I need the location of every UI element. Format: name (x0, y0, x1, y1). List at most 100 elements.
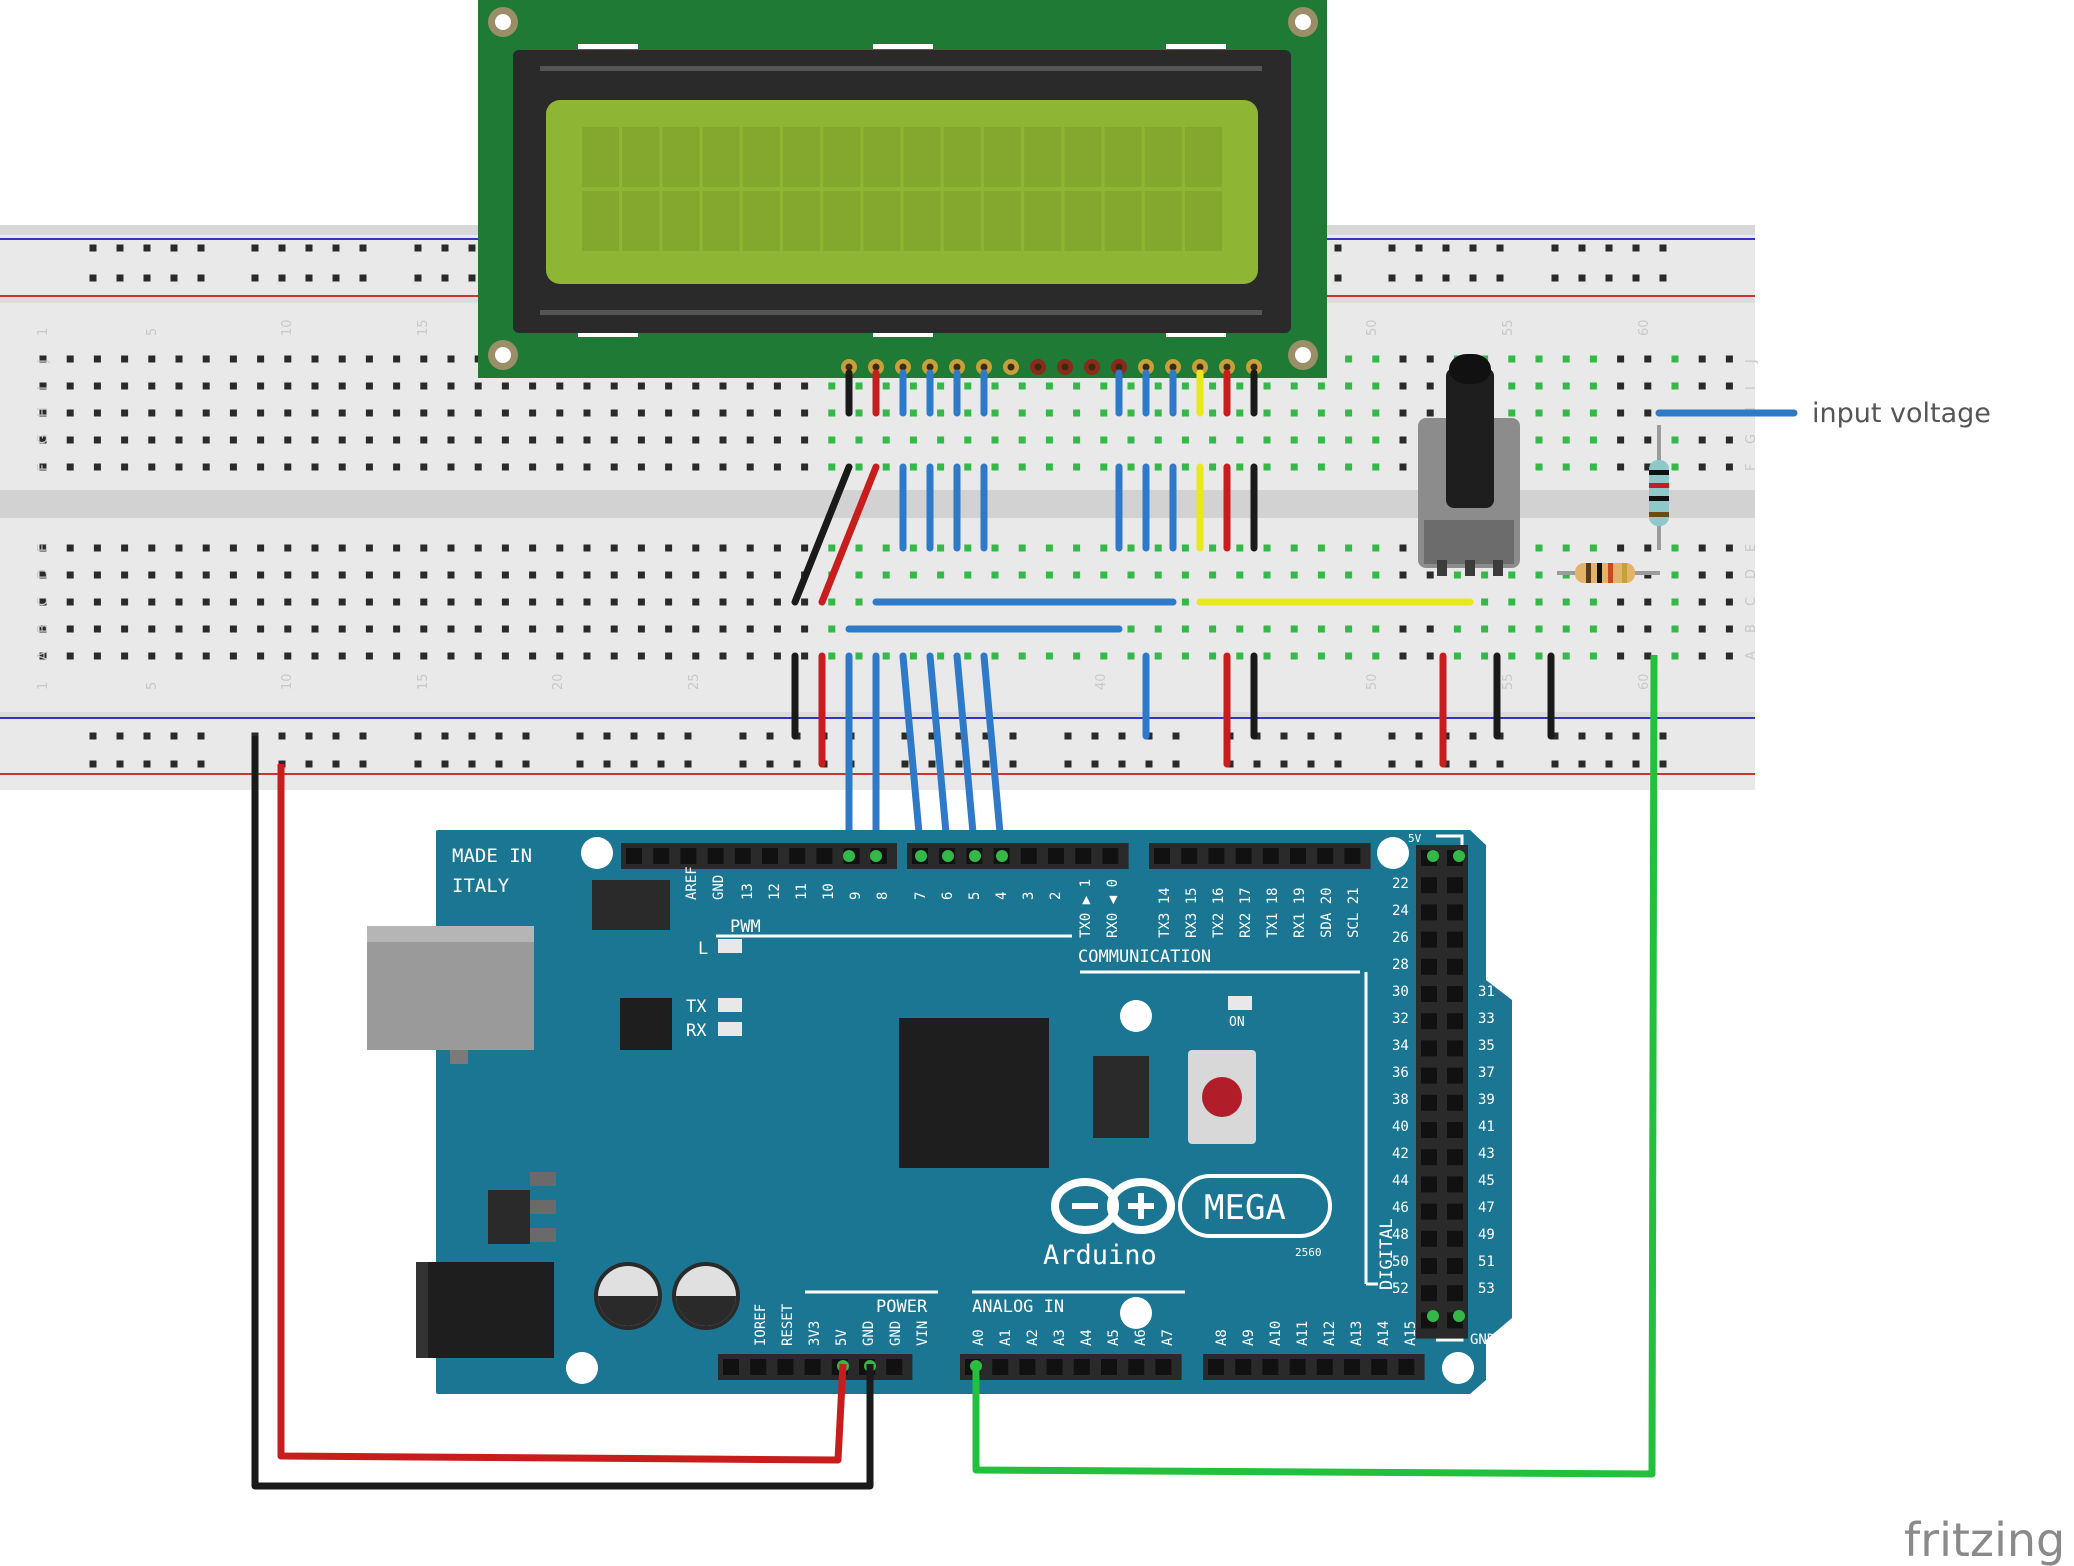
breadboard-hole (1154, 409, 1162, 417)
lcd-tab (873, 44, 933, 49)
breadboard-hole (692, 409, 700, 417)
pin-label: A15 (1403, 1321, 1419, 1346)
breadboard-hole (773, 544, 781, 552)
pin-label: 50 (1392, 1254, 1409, 1270)
pin-label: RESET (780, 1303, 796, 1346)
rail-hole (1388, 732, 1396, 740)
rail-hole (901, 760, 909, 768)
reset-button-cap[interactable] (1202, 1077, 1242, 1117)
usb-connector-top (367, 926, 534, 942)
rail-hole (1415, 274, 1423, 282)
breadboard-hole (474, 652, 482, 660)
breadboard-hole (1181, 598, 1189, 606)
rail-hole (414, 244, 422, 252)
pin-label: 47 (1478, 1200, 1495, 1216)
breadboard-hole (148, 625, 156, 633)
breadboard-hole (1209, 571, 1217, 579)
header-socket (1235, 1359, 1252, 1375)
header-socket (1208, 1359, 1224, 1375)
breadboard-hole (801, 598, 809, 606)
pin-label: TX3 14 (1157, 887, 1173, 938)
header-socket (1289, 1359, 1306, 1375)
breadboard-hole (1127, 436, 1135, 444)
breadboard-hole (746, 436, 754, 444)
breadboard-hole (284, 598, 292, 606)
breadboard-hole (610, 409, 618, 417)
breadboard-hole (338, 652, 346, 660)
breadboard-hole (937, 463, 945, 471)
rail-hole (468, 244, 476, 252)
breadboard-hole (66, 409, 74, 417)
lcd-tab (1166, 44, 1226, 49)
rail-hole (1578, 732, 1586, 740)
breadboard-hole (257, 625, 265, 633)
breadboard-hole (1345, 409, 1353, 417)
pin-label: A11 (1295, 1321, 1311, 1346)
connected-pin (870, 850, 882, 862)
pin-label: 28 (1392, 957, 1409, 973)
breadboard-hole (175, 571, 183, 579)
arduino-headers (621, 843, 1468, 1380)
breadboard-hole (1399, 544, 1407, 552)
breadboard-hole (1725, 625, 1733, 633)
lcd-character-cell (582, 191, 619, 251)
breadboard-column-number: 15 (416, 673, 431, 690)
breadboard-row-letter: A (1744, 651, 1759, 660)
breadboard-hole (1045, 571, 1053, 579)
breadboard-hole (991, 463, 999, 471)
lcd-pin-hole (1223, 363, 1231, 371)
breadboard-row-letter: A (36, 651, 51, 660)
breadboard-hole (175, 652, 183, 660)
header-socket (1421, 1176, 1437, 1193)
pin-label: 34 (1392, 1038, 1409, 1054)
breadboard-hole (746, 382, 754, 390)
breadboard-hole (556, 598, 564, 606)
breadboard-hole (1698, 571, 1706, 579)
rail-hole (1064, 760, 1072, 768)
breadboard-hole (148, 571, 156, 579)
breadboard-hole (284, 652, 292, 660)
breadboard-hole (1372, 409, 1380, 417)
breadboard-hole (148, 436, 156, 444)
lcd-mount-hole (1295, 347, 1311, 363)
breadboard-hole (501, 436, 509, 444)
breadboard-hole (637, 544, 645, 552)
breadboard-hole (1073, 544, 1081, 552)
rail-hole (1334, 760, 1342, 768)
breadboard-hole (1535, 463, 1543, 471)
breadboard-hole (665, 625, 673, 633)
rail-hole (305, 274, 313, 282)
pin-header (1416, 845, 1468, 1339)
pin-label: 31 (1478, 984, 1495, 1000)
breadboard-hole (1372, 436, 1380, 444)
breadboard-hole (1562, 436, 1570, 444)
lcd-header-pins (841, 359, 1262, 375)
rail-hole (170, 760, 178, 768)
breadboard-hole (1127, 382, 1135, 390)
connected-pin (843, 850, 855, 862)
breadboard-hole (991, 409, 999, 417)
pin-label: GND (861, 1321, 877, 1346)
breadboard-hole (855, 571, 863, 579)
rail-hole (793, 760, 801, 768)
breadboard-hole (937, 382, 945, 390)
breadboard-hole (1290, 382, 1298, 390)
rail-hole (305, 760, 313, 768)
breadboard-hole (93, 652, 101, 660)
breadboard-hole (1617, 355, 1625, 363)
breadboard-hole (39, 355, 47, 363)
pin-label: A10 (1268, 1321, 1284, 1346)
header-socket (1421, 986, 1437, 1002)
breadboard-hole (311, 382, 319, 390)
rail-hole (278, 244, 286, 252)
breadboard-hole (311, 544, 319, 552)
pin-label: 12 (767, 883, 783, 900)
header-socket (1344, 1359, 1360, 1375)
breadboard-hole (909, 436, 917, 444)
rail-hole (1334, 732, 1342, 740)
breadboard-hole (1535, 436, 1543, 444)
header-socket (1447, 1176, 1463, 1193)
rail-hole (441, 732, 449, 740)
header-socket (1447, 1040, 1463, 1057)
